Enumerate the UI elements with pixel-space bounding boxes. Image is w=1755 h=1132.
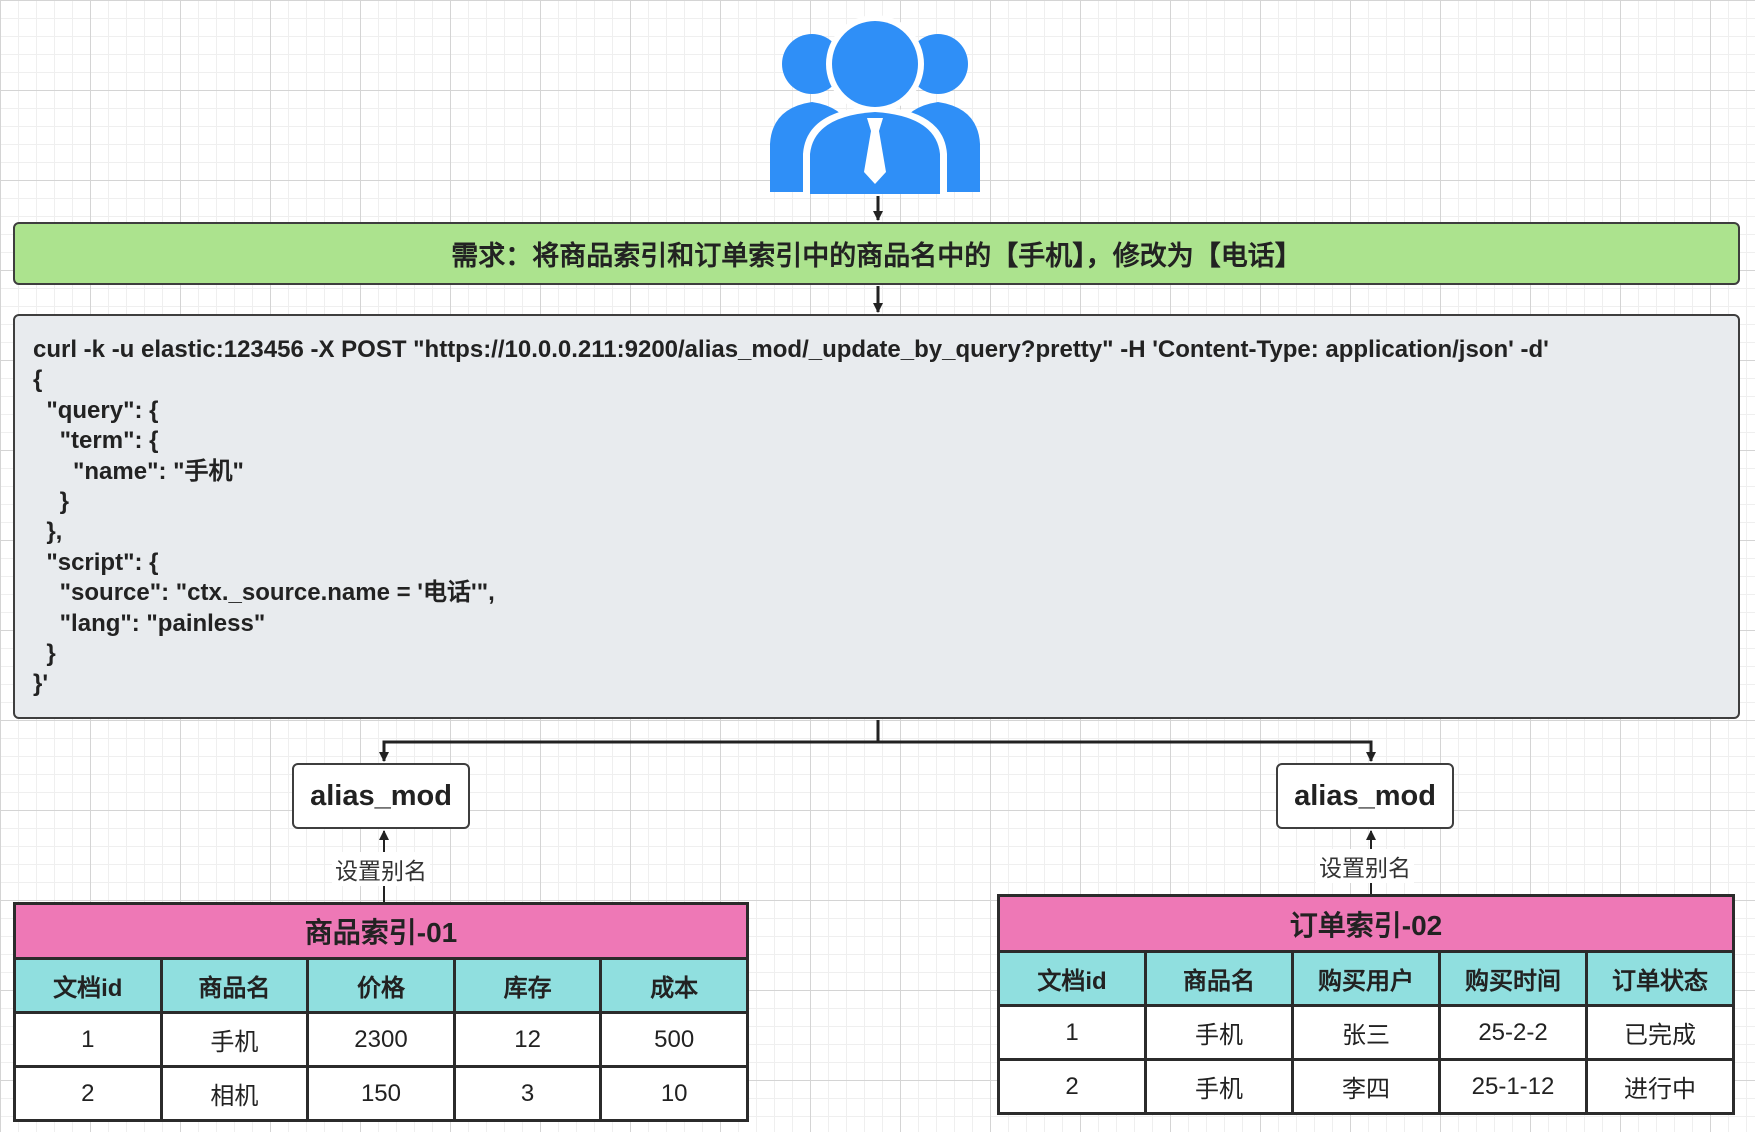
column-header: 成本 bbox=[599, 957, 749, 1014]
table-cell: 12 bbox=[452, 1011, 603, 1068]
table-cell: 手机 bbox=[159, 1011, 310, 1068]
product-index-table: 商品索引-01 文档id 商品名 价格 库存 成本 1 手机 2300 12 5… bbox=[13, 902, 749, 1122]
table-row: 2 相机 150 3 10 bbox=[13, 1065, 749, 1122]
table-cell: 1 bbox=[13, 1011, 163, 1068]
table-cell: 3 bbox=[452, 1065, 603, 1122]
curl-command: curl -k -u elastic:123456 -X POST "https… bbox=[33, 336, 1549, 698]
arrow-code-to-alias-right bbox=[878, 740, 1376, 762]
table-cell: 进行中 bbox=[1585, 1058, 1735, 1115]
table-header-row: 文档id 商品名 购买用户 购买时间 订单状态 bbox=[997, 950, 1735, 1007]
table-row: 1 手机 2300 12 500 bbox=[13, 1011, 749, 1068]
table-header-row: 文档id 商品名 价格 库存 成本 bbox=[13, 957, 749, 1014]
table-cell: 10 bbox=[599, 1065, 749, 1122]
column-header: 库存 bbox=[452, 957, 603, 1014]
table-cell: 手机 bbox=[1144, 1058, 1294, 1115]
table-cell: 150 bbox=[306, 1065, 456, 1122]
table-title: 订单索引-02 bbox=[997, 894, 1735, 953]
column-header: 文档id bbox=[997, 950, 1147, 1007]
table-row: 1 手机 张三 25-2-2 已完成 bbox=[997, 1004, 1735, 1061]
arrow-code-to-alias-left bbox=[379, 720, 880, 762]
code-block: curl -k -u elastic:123456 -X POST "https… bbox=[13, 314, 1740, 719]
table-cell: 相机 bbox=[159, 1065, 310, 1122]
column-header: 商品名 bbox=[1144, 950, 1294, 1007]
order-index-table: 订单索引-02 文档id 商品名 购买用户 购买时间 订单状态 1 手机 张三 … bbox=[997, 894, 1735, 1115]
table-cell: 2 bbox=[13, 1065, 163, 1122]
column-header: 价格 bbox=[306, 957, 456, 1014]
table-cell: 25-2-2 bbox=[1438, 1004, 1588, 1061]
column-header: 商品名 bbox=[159, 957, 310, 1014]
table-cell: 已完成 bbox=[1585, 1004, 1735, 1061]
table-cell: 张三 bbox=[1291, 1004, 1441, 1061]
table-cell: 李四 bbox=[1291, 1058, 1441, 1115]
column-header: 文档id bbox=[13, 957, 163, 1014]
table-cell: 500 bbox=[599, 1011, 749, 1068]
table-cell: 2 bbox=[997, 1058, 1147, 1115]
table-cell: 1 bbox=[997, 1004, 1147, 1061]
table-title: 商品索引-01 bbox=[13, 902, 749, 960]
table-cell: 25-1-12 bbox=[1438, 1058, 1588, 1115]
alias-node-product: alias_mod bbox=[292, 763, 470, 829]
set-alias-label: 设置别名 bbox=[332, 852, 430, 886]
table-row: 2 手机 李四 25-1-12 进行中 bbox=[997, 1058, 1735, 1115]
table-cell: 手机 bbox=[1144, 1004, 1294, 1061]
set-alias-label: 设置别名 bbox=[1316, 849, 1414, 883]
alias-node-order: alias_mod bbox=[1276, 763, 1454, 829]
column-header: 购买用户 bbox=[1291, 950, 1441, 1007]
user-group-icon bbox=[770, 15, 980, 194]
requirement-box: 需求：将商品索引和订单索引中的商品名中的【手机】，修改为【电话】 bbox=[13, 222, 1740, 285]
table-cell: 2300 bbox=[306, 1011, 456, 1068]
column-header: 购买时间 bbox=[1438, 950, 1588, 1007]
column-header: 订单状态 bbox=[1585, 950, 1735, 1007]
